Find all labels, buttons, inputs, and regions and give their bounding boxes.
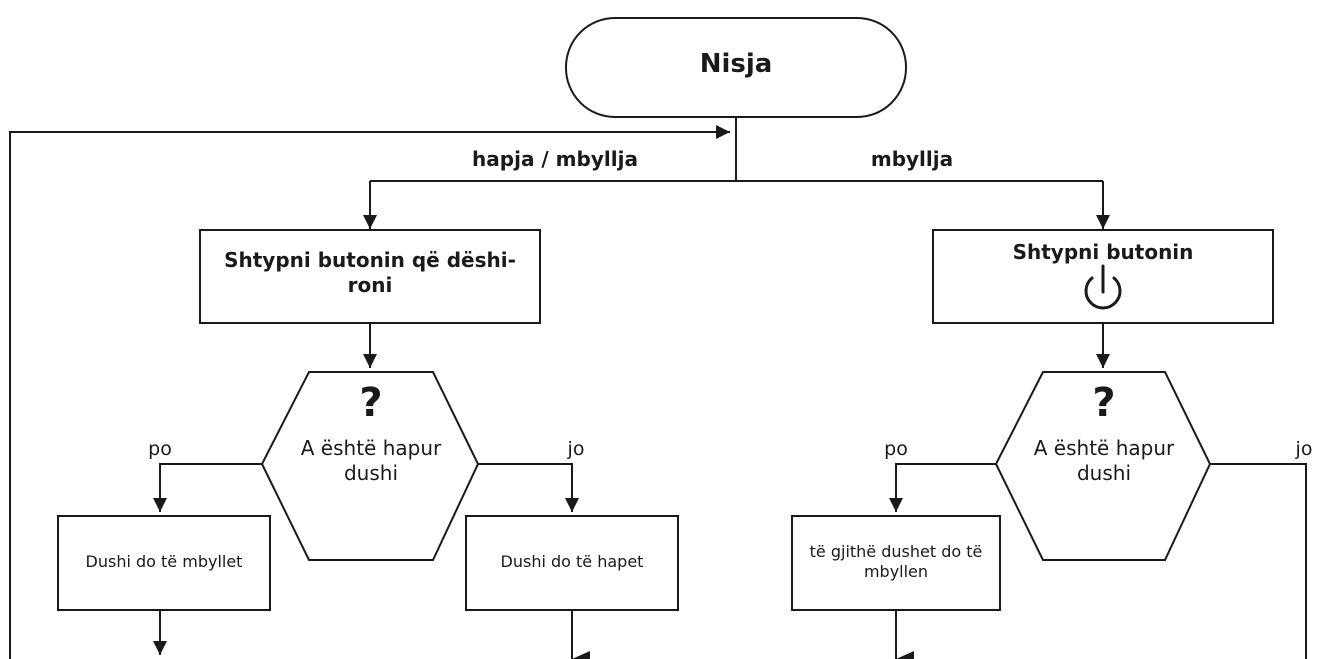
left-yes-result-box <box>57 515 271 611</box>
right-no-line <box>1210 463 1307 659</box>
left-branch-label: hapja / mbyllja <box>472 147 638 171</box>
right-decision-symbol: ? <box>1092 380 1116 426</box>
left-yes-arrow <box>153 463 262 512</box>
right-no-label: jo <box>1295 438 1313 460</box>
right-yes-label: po <box>884 438 908 460</box>
left-decision-text: A është hapur dushi <box>300 436 442 485</box>
right-branch-label: mbyllja <box>870 147 954 171</box>
start-label: Nisja <box>699 49 773 79</box>
left-no-arrow <box>478 463 579 512</box>
right-action-text: Shtypni butonin <box>1012 240 1194 264</box>
loop-back-line <box>9 125 730 659</box>
left-decision-symbol: ? <box>359 380 383 426</box>
right-yes-bottom-arrowhead <box>896 651 914 659</box>
left-action-text: Shtypni butonin që dëshi-roni <box>224 248 516 297</box>
right-yes-result-text: të gjithë dushet do të mbyllen <box>809 542 983 581</box>
left-yes-label: po <box>148 438 172 460</box>
left-no-result-text: Dushi do të hapet <box>500 552 644 571</box>
power-icon <box>1084 264 1122 310</box>
left-no-bottom-arrowhead <box>572 651 590 659</box>
left-no-label: jo <box>567 438 585 460</box>
left-yes-result-text: Dushi do të mbyllet <box>85 552 243 571</box>
right-yes-arrow <box>889 463 996 512</box>
right-decision-text: A është hapur dushi <box>1033 436 1175 485</box>
